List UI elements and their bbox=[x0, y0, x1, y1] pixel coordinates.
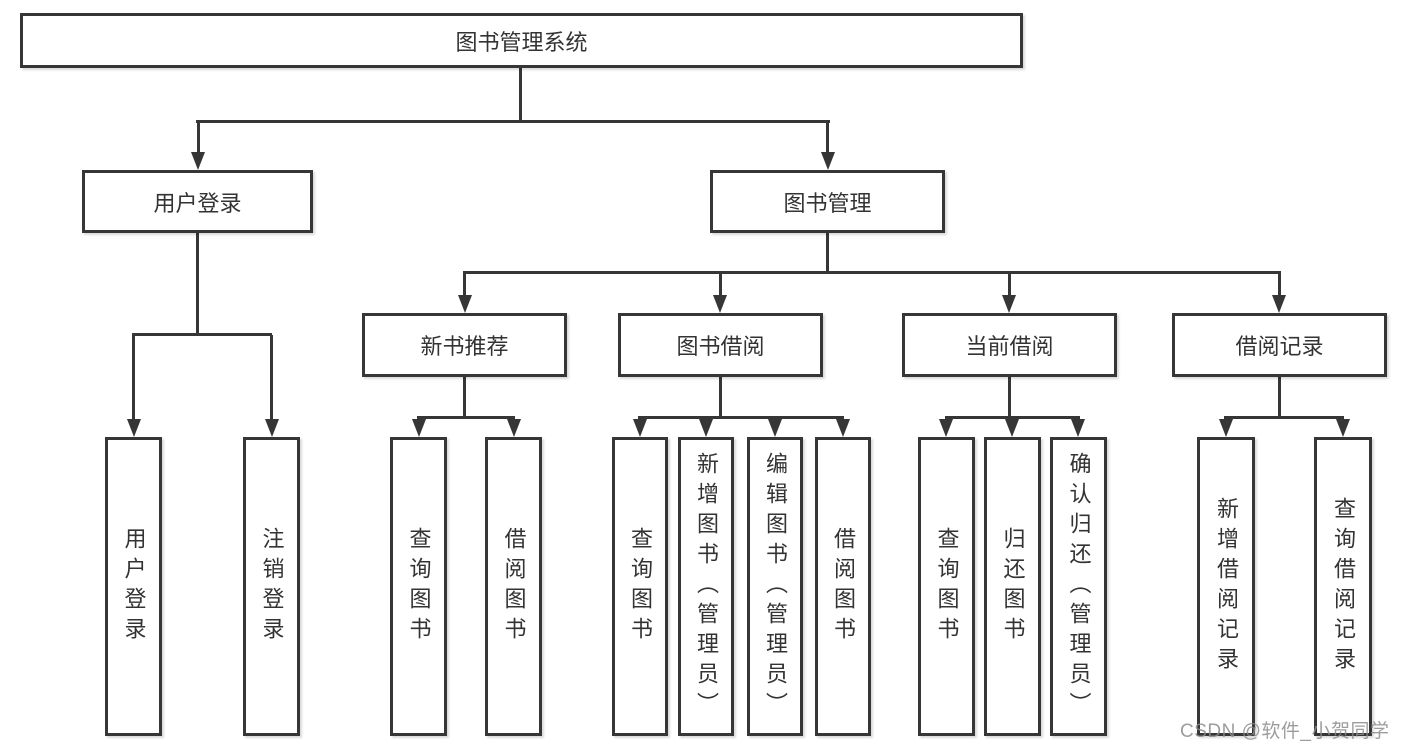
connector-records-stem bbox=[1278, 377, 1281, 418]
arrow-down-icon bbox=[821, 152, 835, 170]
arrow-down-icon bbox=[699, 419, 713, 437]
leaf-logout: 注销登录 bbox=[243, 437, 300, 736]
connector-new-rec-stem bbox=[463, 377, 466, 418]
csdn-watermark: CSDN @软件_小贺同学 bbox=[1180, 721, 1390, 742]
leaf-query-books: 查询图书 bbox=[918, 437, 975, 736]
connector-cur-borrow-stem bbox=[1008, 377, 1011, 418]
connector-leaf-drop bbox=[270, 335, 273, 419]
arrow-down-icon bbox=[412, 419, 426, 437]
connector-book-mgmt-stem bbox=[826, 233, 829, 273]
node-borrow-records: 借阅记录 bbox=[1172, 313, 1387, 377]
leaf-query-borrow-record: 查询借阅记录 bbox=[1314, 437, 1372, 736]
connector-records-drop bbox=[1278, 273, 1281, 297]
arrow-down-icon bbox=[1071, 419, 1085, 437]
arrow-down-icon bbox=[713, 295, 727, 313]
arrow-down-icon bbox=[1272, 295, 1286, 313]
leaf-return-books: 归还图书 bbox=[984, 437, 1041, 736]
arrow-down-icon bbox=[633, 419, 647, 437]
connector-book-borrow-bar bbox=[638, 416, 844, 419]
node-user-login: 用户登录 bbox=[82, 170, 313, 233]
node-new-book-recommend: 新书推荐 bbox=[362, 313, 567, 377]
node-book-management: 图书管理 bbox=[710, 170, 945, 233]
connector-cur-borrow-bar bbox=[945, 416, 1080, 419]
connector-level2-bar bbox=[196, 120, 830, 123]
connector-level3-bar bbox=[463, 271, 1281, 274]
arrow-down-icon bbox=[265, 419, 279, 437]
leaf-query-books: 查询图书 bbox=[612, 437, 668, 736]
connector-records-bar bbox=[1224, 416, 1344, 419]
arrow-down-icon bbox=[127, 419, 141, 437]
connector-book-mgmt-drop bbox=[826, 122, 829, 154]
connector-new-rec-bar bbox=[417, 416, 515, 419]
leaf-borrow-books: 借阅图书 bbox=[485, 437, 542, 736]
connector-book-borrow-drop bbox=[719, 273, 722, 297]
connector-root-stem bbox=[519, 68, 522, 123]
arrow-down-icon bbox=[507, 419, 521, 437]
arrow-down-icon bbox=[1336, 419, 1350, 437]
arrow-down-icon bbox=[1005, 419, 1019, 437]
leaf-add-borrow-record: 新增借阅记录 bbox=[1197, 437, 1255, 736]
leaf-add-books-admin: 新增图书（管理员） bbox=[678, 437, 734, 736]
connector-user-login-stem bbox=[196, 233, 199, 335]
node-library-management-system: 图书管理系统 bbox=[20, 13, 1023, 68]
leaf-borrow-books: 借阅图书 bbox=[815, 437, 871, 736]
leaf-confirm-return-admin: 确认归还（管理员） bbox=[1050, 437, 1107, 736]
leaf-edit-books-admin: 编辑图书（管理员） bbox=[747, 437, 803, 736]
connector-cur-borrow-drop bbox=[1008, 273, 1011, 297]
connector-new-rec-drop bbox=[463, 273, 466, 297]
arrow-down-icon bbox=[939, 419, 953, 437]
connector-book-borrow-stem bbox=[719, 377, 722, 418]
leaf-query-books: 查询图书 bbox=[390, 437, 447, 736]
arrow-down-icon bbox=[768, 419, 782, 437]
arrow-down-icon bbox=[191, 152, 205, 170]
connector-leaf-drop bbox=[132, 335, 135, 419]
connector-user-login-drop bbox=[197, 122, 200, 154]
node-current-borrow: 当前借阅 bbox=[902, 313, 1117, 377]
arrow-down-icon bbox=[836, 419, 850, 437]
arrow-down-icon bbox=[1002, 295, 1016, 313]
arrow-down-icon bbox=[1219, 419, 1233, 437]
leaf-user-login: 用户登录 bbox=[105, 437, 162, 736]
arrow-down-icon bbox=[458, 295, 472, 313]
node-book-borrow: 图书借阅 bbox=[618, 313, 823, 377]
connector-user-login-bar bbox=[132, 333, 272, 336]
